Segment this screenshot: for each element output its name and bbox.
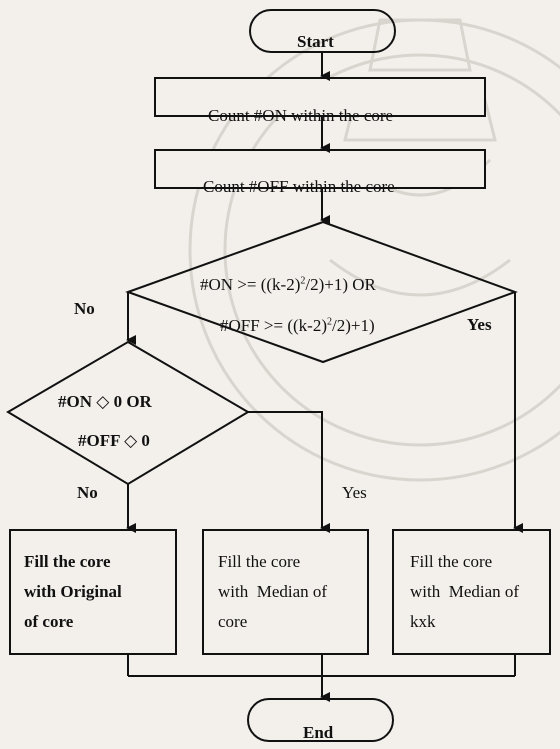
decision-2-diamond — [6, 340, 250, 486]
decision-1-no-label: No — [74, 299, 95, 318]
decision-2-yes-label: Yes — [342, 483, 367, 502]
decision-1-line-1-exponent: 2 — [300, 275, 306, 287]
end-label: End — [303, 723, 334, 742]
box-left-text: Fill the core with Original of core — [24, 547, 122, 637]
box-mid-line-2: with Median of — [218, 582, 328, 601]
decision-1-diamond — [125, 220, 518, 364]
count-off-label: Count #OFF within the core — [203, 177, 395, 196]
decision-1-line-1-suffix: /2)+1) OR — [305, 275, 376, 294]
connectors — [126, 52, 523, 702]
count-on-label: Count #ON within the core — [208, 106, 394, 125]
decision-2-line-2: #OFF ◇ 0 — [78, 431, 150, 450]
decision-1-line-2-prefix: #OFF >= ((k-2) — [220, 316, 328, 335]
decision-1-line-2-exponent: 2 — [327, 316, 333, 328]
watermark-seal — [188, 18, 560, 482]
decision-1-line-2: #OFF >= ((k-2)2/2)+1) — [220, 317, 375, 334]
box-right — [392, 529, 551, 655]
decision-1-line-2-suffix: /2)+1) — [332, 316, 375, 335]
box-left-line-2: with Original — [24, 582, 122, 601]
box-mid-text: Fill the core with Median of core — [218, 547, 327, 637]
box-mid-line-3: core — [218, 612, 248, 631]
decision-1-line-1: #ON >= ((k-2)2/2)+1) OR — [200, 276, 376, 293]
box-right-line-2: with Median of — [410, 582, 520, 601]
box-left-line-3: of core — [24, 612, 74, 631]
count-off-box — [154, 149, 486, 189]
box-mid — [202, 529, 369, 655]
box-mid-line-1: Fill the core — [218, 552, 301, 571]
box-right-text: Fill the core with Median of kxk — [410, 547, 519, 637]
decision-1-yes-label: Yes — [467, 315, 492, 334]
decision-2-no-label: No — [77, 483, 98, 502]
start-label: Start — [297, 32, 334, 51]
box-left — [9, 529, 177, 655]
box-left-line-1: Fill the core — [24, 552, 111, 571]
decision-1-line-1-prefix: #ON >= ((k-2) — [200, 275, 301, 294]
decision-2-line-1: #ON ◇ 0 OR — [58, 392, 152, 411]
box-right-line-1: Fill the core — [410, 552, 493, 571]
box-right-line-3: kxk — [410, 612, 436, 631]
